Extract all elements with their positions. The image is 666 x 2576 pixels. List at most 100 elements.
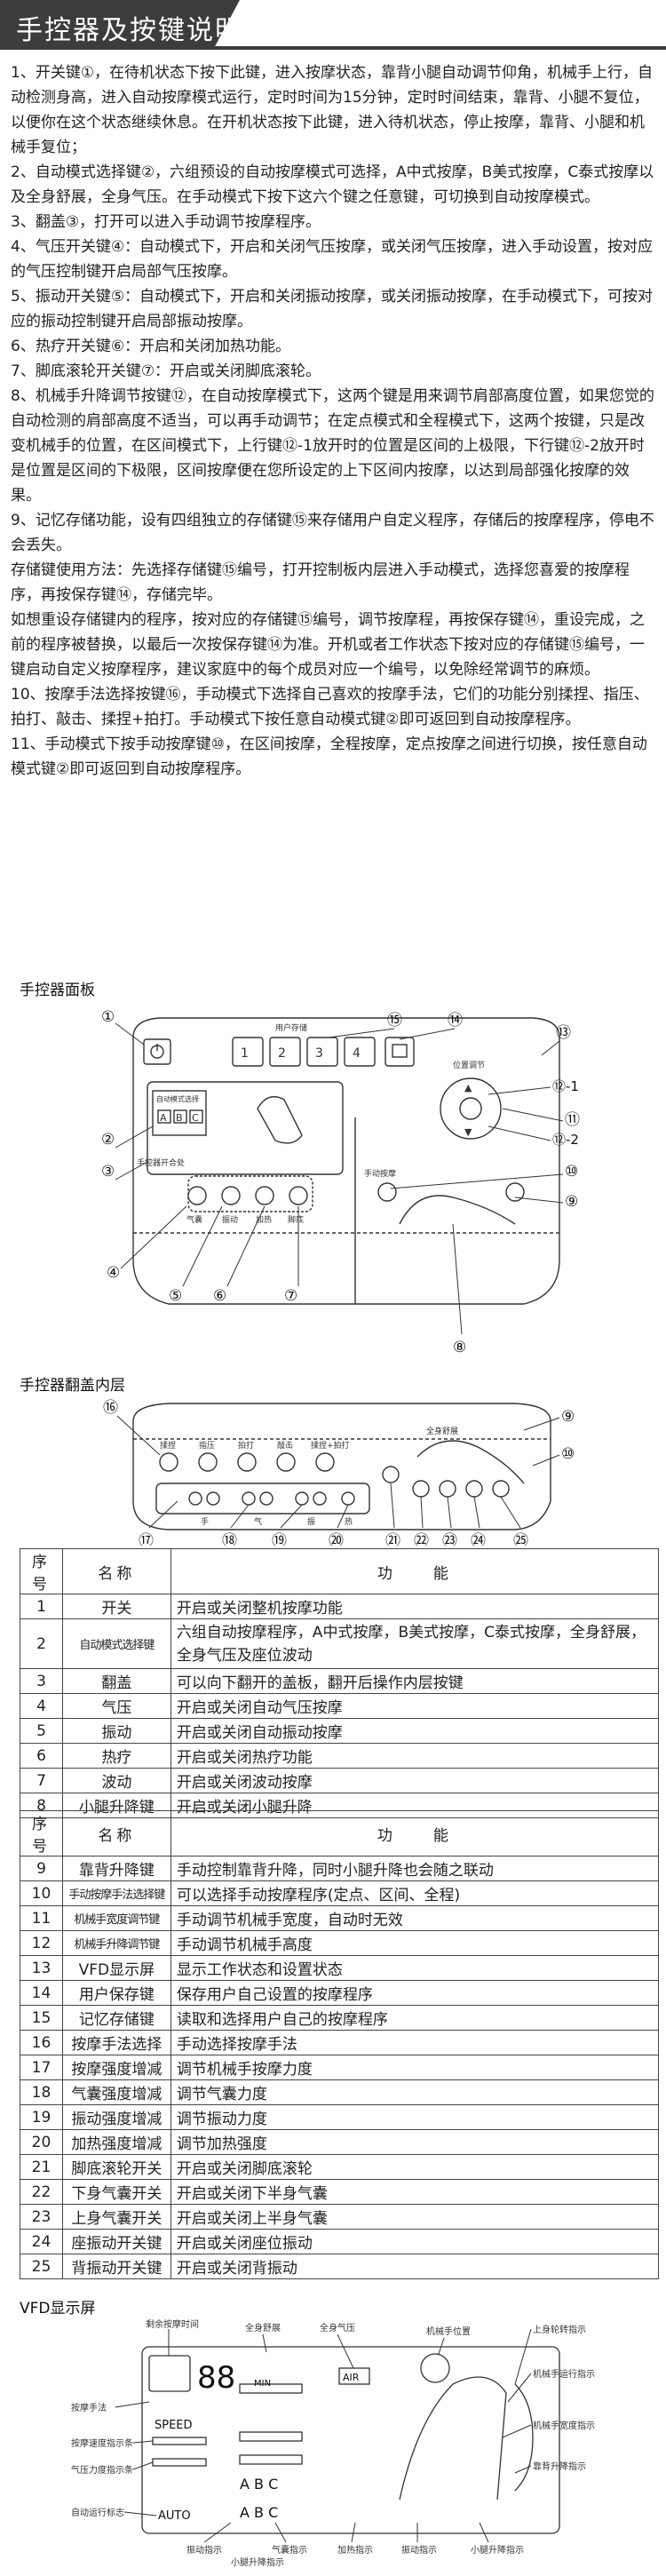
svg-text:MIN: MIN <box>254 2379 271 2389</box>
svg-text:⑨: ⑨ <box>561 1408 575 1426</box>
instructions-text: 1、开关键①，在待机状态下按下此键，进入按摩状态，靠背小腿自动调节仰角，机械手上… <box>11 60 657 782</box>
svg-text:机械手位置: 机械手位置 <box>426 2326 471 2337</box>
svg-text:⑧: ⑧ <box>453 1339 466 1356</box>
svg-text:③: ③ <box>101 1163 115 1181</box>
svg-text:振动指示: 振动指示 <box>186 2544 222 2556</box>
paragraph: 8、机械手升降调节按键⑫，在自动按摩模式下，这两个键是用来调节肩部高度位置，如果… <box>11 387 654 505</box>
height-key <box>505 1182 525 1202</box>
memory-key-3 <box>306 1037 338 1067</box>
svg-text:剩余按摩时间: 剩余按摩时间 <box>146 2318 199 2330</box>
inner-layer-diagram: 揉捏 指压 拍打 敲击 揉捏+拍打 手 气 振 热 全身舒展 ⑯ ⑰ ⑱ ⑲ ⑳… <box>103 1399 575 1546</box>
svg-text:㉔: ㉔ <box>471 1532 486 1546</box>
svg-text:⑦: ⑦ <box>284 1287 297 1305</box>
timer-segment <box>148 2355 191 2392</box>
level-bar-1 <box>239 2383 303 2394</box>
svg-text:AUTO: AUTO <box>158 2509 191 2523</box>
body-outline-vfd <box>399 2376 507 2500</box>
svg-text:气囊指示: 气囊指示 <box>272 2544 307 2556</box>
svg-text:⑪: ⑪ <box>565 1111 580 1129</box>
svg-text:指压: 指压 <box>199 1440 215 1451</box>
svg-text:气囊: 气囊 <box>186 1214 202 1225</box>
svg-text:①: ① <box>101 1008 115 1026</box>
inner-outline <box>132 1403 551 1530</box>
svg-text:B: B <box>176 1112 183 1124</box>
memory-key-4 <box>344 1037 376 1067</box>
svg-text:⑤: ⑤ <box>169 1287 182 1305</box>
svg-text:用户存储: 用户存储 <box>275 1022 307 1033</box>
svg-text:小腿升降指示: 小腿升降指示 <box>231 2556 284 2568</box>
svg-text:气: 气 <box>254 1516 262 1527</box>
header-cell: 功 能 <box>170 1810 660 1856</box>
svg-text:振动: 振动 <box>222 1214 238 1225</box>
svg-text:⑭: ⑭ <box>448 1012 463 1030</box>
svg-text:A B C: A B C <box>240 2504 278 2521</box>
manual-massage-key <box>377 1182 397 1202</box>
svg-text:手: 手 <box>201 1516 209 1527</box>
heat-key <box>255 1186 274 1205</box>
svg-text:机械手运行指示: 机械手运行指示 <box>533 2368 595 2380</box>
paragraph: 如想重设存储键内的程序，按对应的存储键⑮编号，调节按摩程，再按保存键⑭，重设完成… <box>11 611 645 679</box>
paragraph: 4、气压开关键④：自动模式下，开启和关闭气压按摩，或关闭气压按摩，进入手动设置，… <box>11 238 654 281</box>
svg-text:振: 振 <box>307 1516 315 1527</box>
paragraph: 5、振动开关键⑤：自动模式下，开启和关闭振动按摩，或关闭振动按摩，在手动模式下，… <box>11 288 654 330</box>
save-key <box>385 1037 415 1067</box>
svg-text:⑫-2: ⑫-2 <box>552 1132 579 1148</box>
direction-pad <box>440 1077 502 1140</box>
svg-text:按摩手法: 按摩手法 <box>71 2402 107 2413</box>
svg-text:位置调节: 位置调节 <box>453 1060 485 1070</box>
inner-figure-label: 手控器翻盖内层 <box>20 1377 125 1395</box>
svg-text:88: 88 <box>197 2360 235 2396</box>
chair-sketch-panel <box>399 1195 516 1225</box>
air-box <box>338 2367 370 2385</box>
technique-key-4 <box>276 1452 296 1472</box>
panel-figure-label: 手控器面板 <box>20 982 95 999</box>
svg-text:⑥: ⑥ <box>213 1287 226 1305</box>
memory-key-1 <box>232 1037 264 1067</box>
paragraph: 6、热疗开关键⑥：开启和关闭加热功能。 <box>11 338 291 355</box>
svg-text:揉捏: 揉捏 <box>160 1440 176 1451</box>
speed-bar <box>152 2437 207 2445</box>
svg-text:敲击: 敲击 <box>277 1440 293 1451</box>
svg-text:A B C: A B C <box>240 2476 278 2493</box>
svg-text:脚底: 脚底 <box>288 1214 304 1225</box>
svg-text:②: ② <box>101 1131 115 1149</box>
paragraph: 11、手动模式下按手动按摩键⑩，在区间按摩，全程按摩，定点按摩之间进行切换，按任… <box>11 735 647 778</box>
header-bar: 手控器及按键说明 <box>0 0 666 50</box>
strength-key-group <box>155 1483 370 1515</box>
paragraph: 9、记忆存储功能，设有四组独立的存储键⑮来存储用户自定义程序，存储后的按摩程序，… <box>11 512 654 554</box>
panel-outline <box>132 1017 560 1305</box>
svg-text:⑩: ⑩ <box>561 1445 575 1463</box>
svg-text:振动指示: 振动指示 <box>401 2544 437 2556</box>
roller-switch <box>382 1466 400 1483</box>
svg-text:拍打: 拍打 <box>238 1440 254 1451</box>
svg-text:4: 4 <box>353 1046 361 1061</box>
svg-text:气压力度指示条: 气压力度指示条 <box>71 2464 133 2476</box>
roller-key <box>289 1186 308 1205</box>
level-bar-3 <box>239 2454 303 2465</box>
svg-text:⑫-1: ⑫-1 <box>552 1078 579 1094</box>
svg-text:㉓: ㉓ <box>442 1532 457 1546</box>
svg-text:⑮: ⑮ <box>387 1012 402 1030</box>
paragraph: 3、翻盖③，打开可以进入手动调节按摩程序。 <box>11 213 321 231</box>
svg-text:1: 1 <box>241 1046 249 1061</box>
paragraph: 存储键使用方法：先选择存储键⑮编号，打开控制板内层进入手动模式，选择您喜爱的按摩… <box>11 561 630 604</box>
svg-text:热: 热 <box>345 1516 353 1527</box>
technique-key-3 <box>237 1452 257 1472</box>
svg-text:④: ④ <box>107 1264 120 1282</box>
